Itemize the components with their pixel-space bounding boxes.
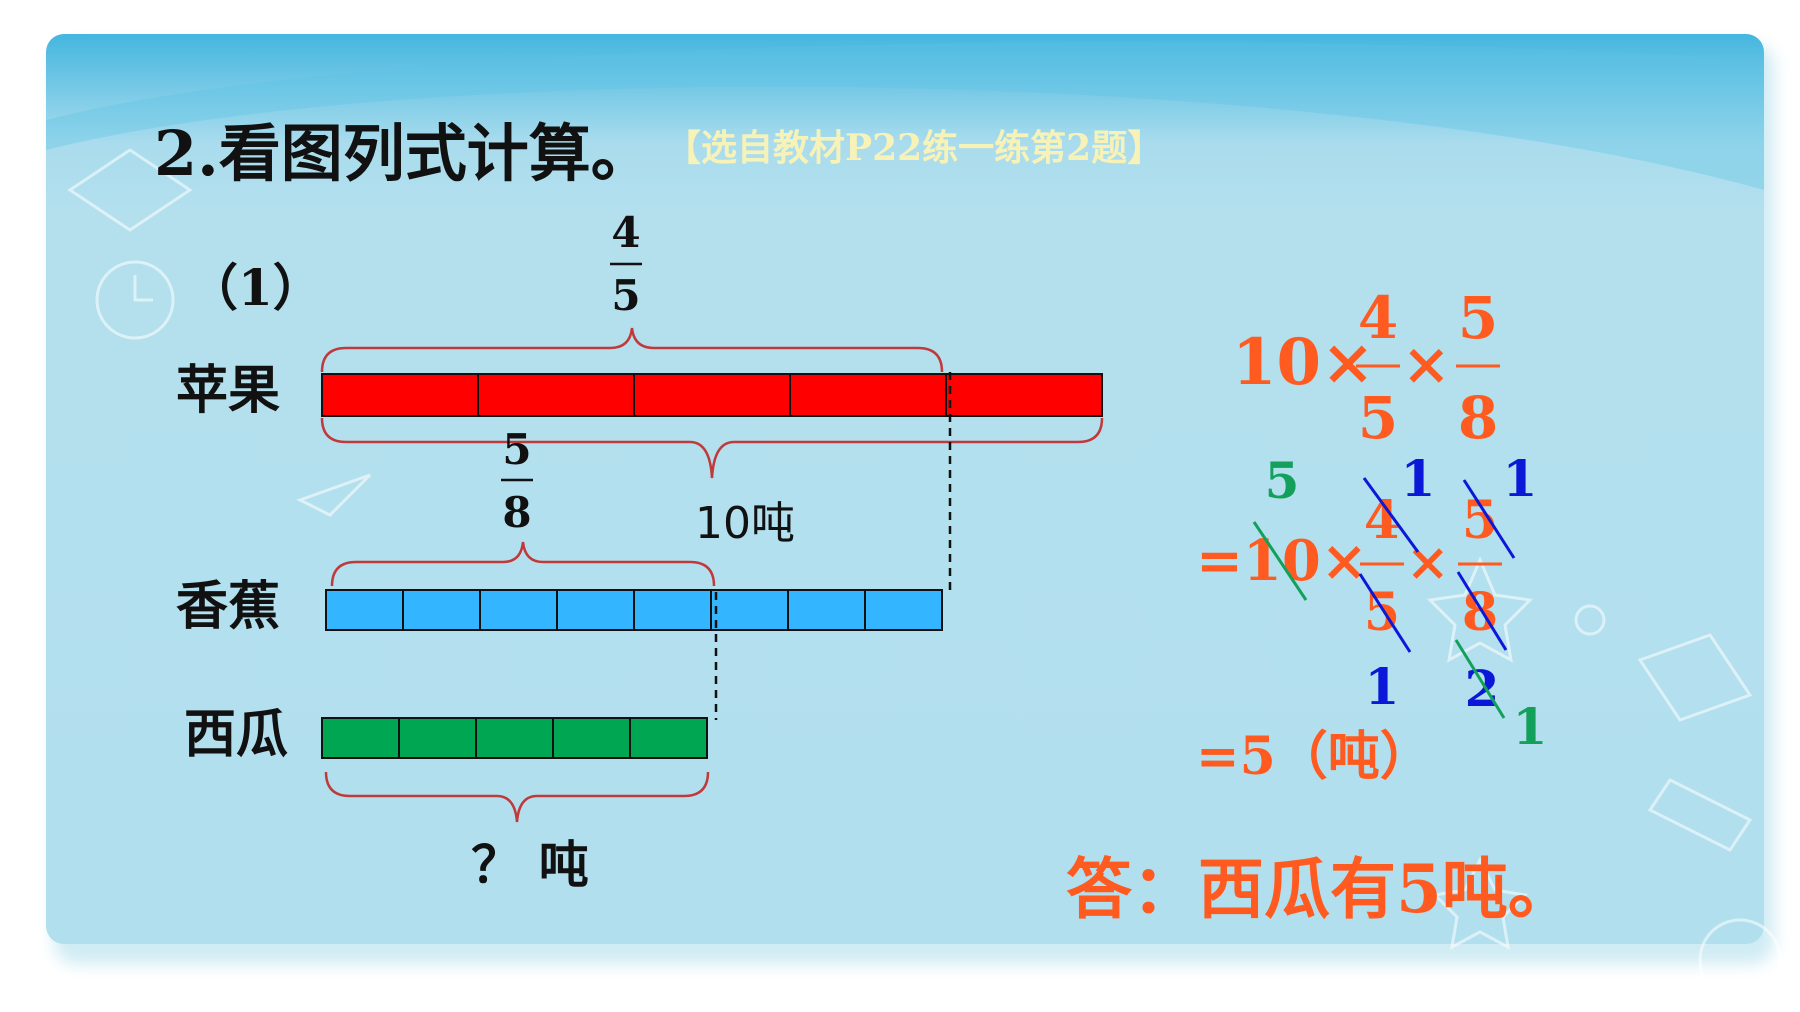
bar-segment	[321, 717, 400, 759]
bar-segment	[945, 373, 1103, 417]
decorative-doodles	[67, 148, 1782, 1002]
bar-segment	[556, 589, 635, 631]
cancel-two-result: 1	[1513, 697, 1548, 756]
apple-bar	[321, 373, 1103, 417]
bar-segment	[477, 373, 635, 417]
bar-segment	[325, 589, 404, 631]
apple-fraction-denominator: 5	[611, 271, 640, 320]
cancel-five-bottom-result: 1	[1365, 657, 1400, 716]
cancel-five-top-result: 1	[1503, 449, 1538, 508]
line2-times: ×	[1406, 532, 1450, 593]
bar-segment	[629, 717, 708, 759]
solution-line-2: =10× 4 5 × 5 8	[1196, 490, 1502, 643]
line2-frac2-num: 5	[1462, 490, 1498, 551]
apple-total: 10吨	[695, 498, 795, 549]
bar-segment	[710, 589, 789, 631]
line1-frac1-den: 5	[1358, 384, 1398, 452]
banana-fraction-denominator: 8	[502, 488, 531, 537]
cancel-stroke-five-bottom	[1358, 573, 1412, 653]
cancel-stroke-ten	[1252, 521, 1308, 601]
cancel-ten-result: 5	[1265, 451, 1300, 510]
watermelon-bar	[321, 717, 708, 759]
apple-bottom-brace	[320, 417, 1104, 479]
watermelon-bottom-brace	[324, 771, 710, 823]
line1-whole: 10×	[1232, 325, 1375, 400]
bar-segment	[864, 589, 943, 631]
bar-segment	[402, 589, 481, 631]
watermelon-question: ？ 吨	[471, 835, 588, 894]
watermelon-label: 西瓜	[184, 704, 288, 765]
banana-bar	[325, 589, 943, 631]
bar-segment	[633, 373, 791, 417]
banana-fraction-numerator: 5	[502, 425, 531, 474]
line1-times: ×	[1402, 330, 1451, 398]
apple-label: 苹果	[176, 360, 280, 421]
banana-label: 香蕉	[176, 576, 280, 637]
page-title: 2.看图列式计算。	[154, 117, 653, 190]
line2-frac2-den: 8	[1462, 582, 1498, 643]
cancel-stroke-two	[1454, 639, 1506, 719]
bar-segment	[789, 373, 947, 417]
banana-top-brace	[330, 541, 716, 587]
bar-segment	[552, 717, 631, 759]
line1-frac2-den: 8	[1458, 384, 1498, 452]
source-note: 【选自教材P22练一练第2题】	[665, 127, 1163, 169]
cancel-eight-result: 2	[1465, 659, 1500, 718]
banana-fraction: 5 8	[501, 425, 533, 537]
part-label: （1）	[188, 258, 323, 317]
cancel-stroke-eight	[1456, 571, 1508, 651]
line1-frac1-num: 4	[1358, 284, 1398, 352]
cancel-stroke-four	[1362, 477, 1420, 553]
bar-segment	[475, 717, 554, 759]
solution-line-3: =5（吨）	[1196, 726, 1432, 787]
apple-fraction: 4 5	[610, 208, 642, 320]
bar-segment	[479, 589, 558, 631]
answer-text: 答：西瓜有5吨。	[1066, 850, 1574, 928]
bar-segment	[633, 589, 712, 631]
cancel-stroke-five-top	[1462, 479, 1516, 559]
line1-frac2-num: 5	[1458, 284, 1498, 352]
solution-line-1: 10× 4 5 × 5 8	[1232, 284, 1500, 452]
bar-segment	[398, 717, 477, 759]
bar-segment	[787, 589, 866, 631]
line2-prefix: =10×	[1196, 528, 1368, 594]
cancel-marks: 5 1 1 1 2 1	[1252, 449, 1548, 756]
apple-fraction-numerator: 4	[611, 208, 640, 257]
apple-top-brace	[320, 327, 944, 373]
cancel-four-result: 1	[1401, 449, 1436, 508]
bar-segment	[321, 373, 479, 417]
